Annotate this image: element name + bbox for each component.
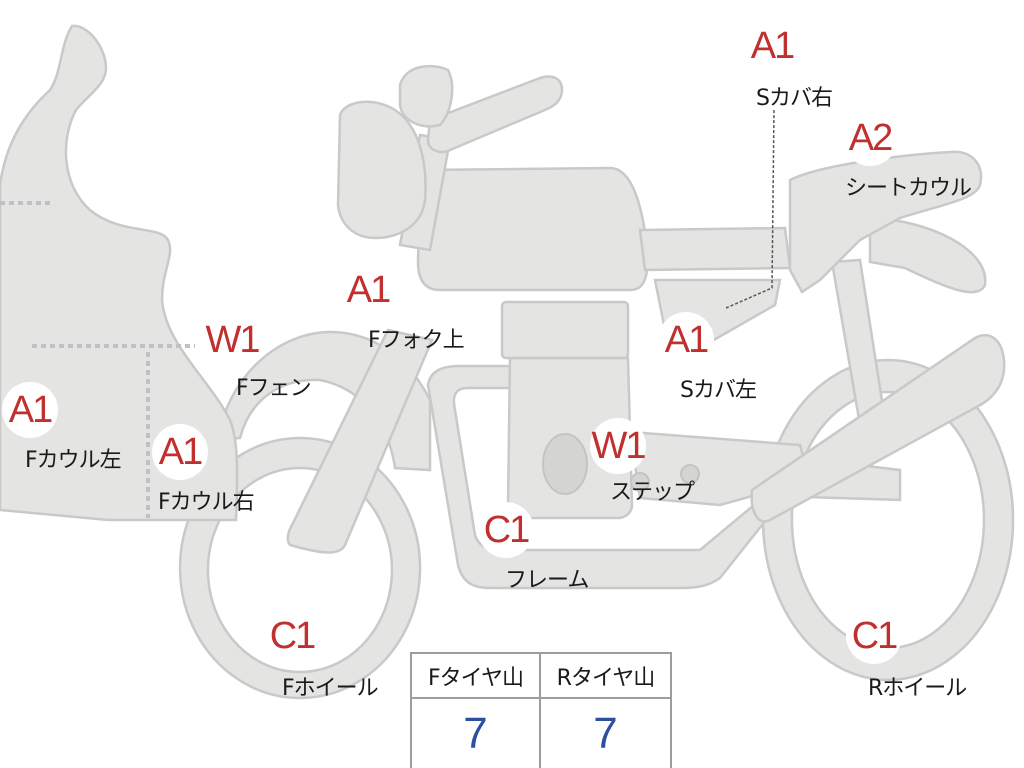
grade-badge: A2 [845,113,895,163]
front-tread-value: 7 [412,699,541,768]
seat-cowl [788,150,983,294]
part-label: Fフェン [236,376,312,401]
part-label: Rホイール [868,676,967,701]
front-cowl [0,24,239,522]
headlight [336,100,427,240]
seat [638,226,792,272]
rear-tread-value: 7 [593,708,618,758]
part-label: シートカウル [845,176,972,201]
muffler [750,334,1006,523]
part-label: Fホイール [282,676,379,701]
part-label: Fカウル左 [25,448,122,473]
grade-badge: C1 [481,505,531,555]
mirror [398,64,454,128]
step-peg-left [630,472,650,492]
grade-badge: W1 [206,315,261,365]
tire-tread-table: Fタイヤ山 Rタイヤ山 7 7 [410,652,672,768]
front-fork [286,328,434,554]
grade-badge: A1 [5,385,55,435]
step-peg-right [680,464,700,484]
part-label: Sカバ左 [680,378,757,403]
grade-badge: A1 [343,265,393,315]
grade-badge: C1 [267,611,317,661]
part-label: Fカウル右 [158,490,255,515]
front-tread-header: Fタイヤ山 [412,654,541,699]
rear-fender [868,216,987,294]
handlebar [426,75,564,154]
grade-badge: W1 [592,421,647,471]
grade-badge: A1 [747,21,797,71]
part-label: Fフォク上 [368,328,465,353]
fuel-tank [416,166,649,292]
grade-badge: A1 [155,427,205,477]
grade-badge: A1 [661,315,711,365]
part-label: Sカバ右 [756,86,833,111]
part-label: フレーム [505,568,589,593]
part-label: ステップ [610,480,695,505]
engine-cover [542,433,588,495]
cylinder-head [500,300,630,360]
grade-badge: C1 [849,611,899,661]
rear-tread-header: Rタイヤ山 [541,654,670,699]
leader-line [725,109,775,309]
